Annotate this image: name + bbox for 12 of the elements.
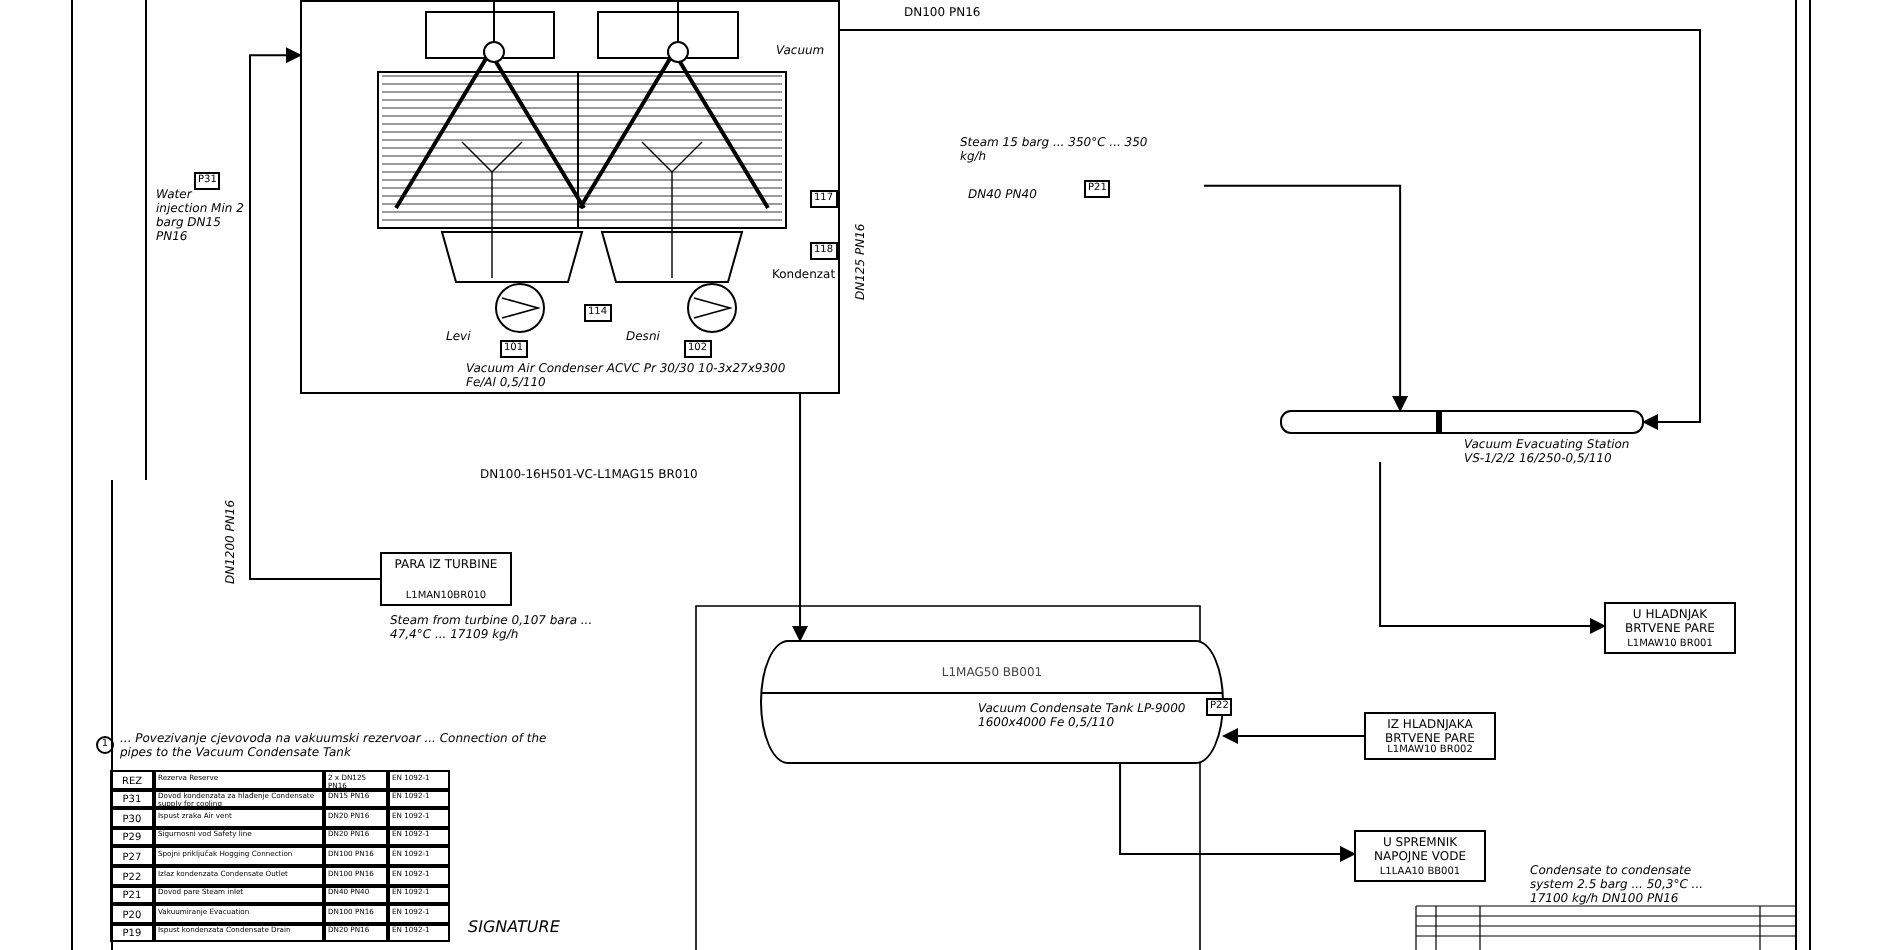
connection-box xyxy=(1354,830,1486,882)
pipe-line xyxy=(1119,763,1356,862)
connection-box xyxy=(1604,602,1736,654)
pipe-line xyxy=(792,393,809,642)
pipe-line xyxy=(249,47,381,580)
pipe-line xyxy=(1203,184,1409,412)
connection-box xyxy=(1364,712,1496,760)
pipe-line xyxy=(839,28,1701,430)
pipe-line xyxy=(1222,728,1365,744)
signature-label: SIGNATURE xyxy=(468,918,560,936)
pipe-line xyxy=(1379,461,1606,634)
condensate-tank xyxy=(760,640,1224,764)
